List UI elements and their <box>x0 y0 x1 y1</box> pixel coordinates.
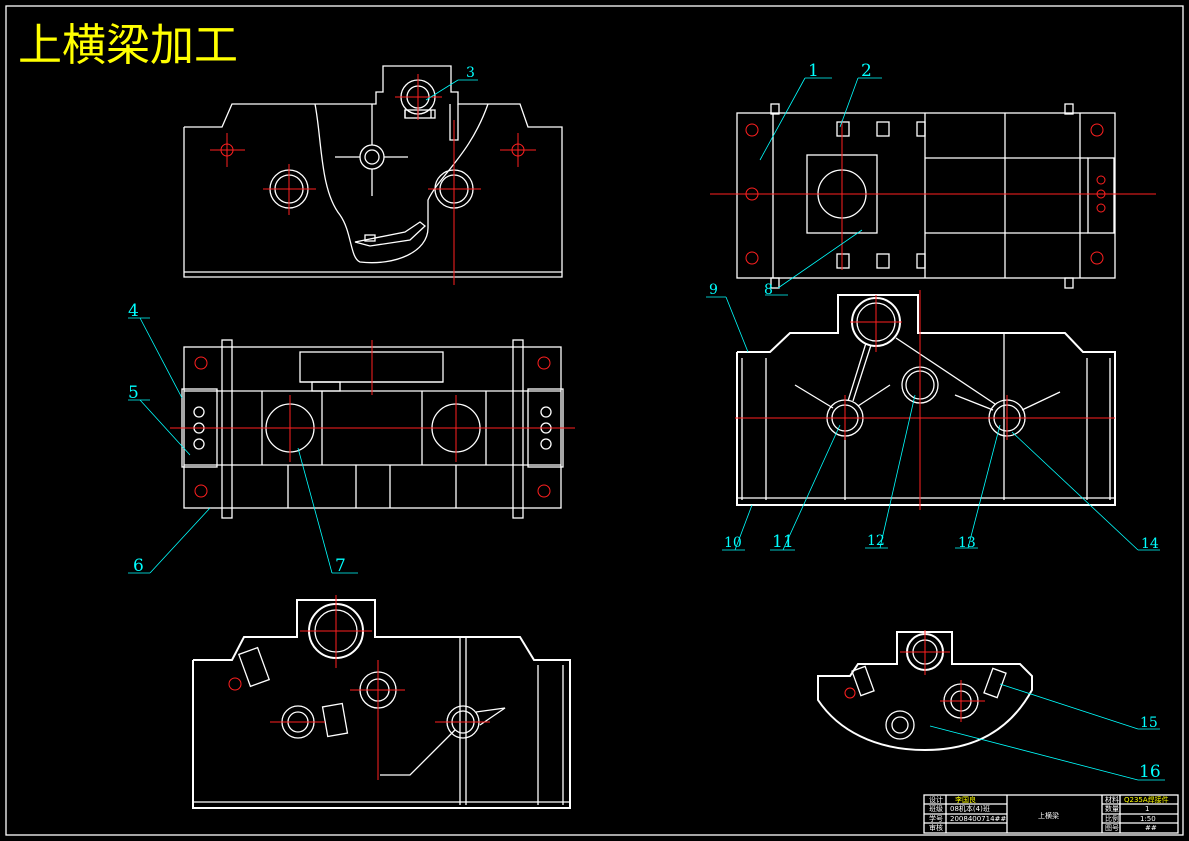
tb-r0c1: 李国良 <box>955 795 976 804</box>
callout-labels: 1 2 3 4 5 6 7 8 9 10 11 12 13 14 15 16 <box>128 61 1161 782</box>
drawing-border <box>5 5 1184 836</box>
tb-r0c5: Q235A焊接件 <box>1124 795 1169 804</box>
tb-r3c4: 图号 <box>1105 824 1119 832</box>
tb-r2c0: 学号 <box>929 814 943 823</box>
tb-r2c1: 2008400714## <box>950 815 1006 823</box>
tb-r0c0: 设计 <box>929 795 943 804</box>
tb-r1c5: 1 <box>1145 805 1149 813</box>
view-front-upper <box>183 65 563 285</box>
callout-1: 1 <box>808 61 819 81</box>
callout-8: 8 <box>764 282 773 298</box>
callout-11: 11 <box>772 532 794 552</box>
view-plan-right <box>710 103 1156 289</box>
callout-10: 10 <box>724 535 742 551</box>
callout-12: 12 <box>867 533 885 549</box>
callout-16: 16 <box>1139 762 1161 782</box>
callout-2: 2 <box>861 61 872 81</box>
callout-4: 4 <box>128 301 139 321</box>
tb-r3c5: ## <box>1145 824 1157 832</box>
tb-r1c0: 班级 <box>929 804 943 813</box>
view-section-lower-left <box>192 595 571 809</box>
view-section-lower-right <box>817 630 1033 752</box>
callout-15: 15 <box>1140 715 1158 731</box>
tb-part-name: 上横梁 <box>1038 811 1059 820</box>
tb-r1c1: 08机本(4)班 <box>950 804 990 813</box>
view-section-right <box>735 290 1116 510</box>
tb-r3c0: 审核 <box>929 823 943 832</box>
callout-3: 3 <box>466 65 475 81</box>
callout-13: 13 <box>958 535 976 551</box>
callout-5: 5 <box>128 383 139 403</box>
tb-r2c4: 比例 <box>1105 814 1119 823</box>
tb-r2c5: 1:50 <box>1140 815 1156 823</box>
view-plan-left <box>170 339 575 519</box>
callout-leaders <box>128 77 1165 781</box>
callout-7: 7 <box>335 556 346 576</box>
callout-14: 14 <box>1141 536 1159 552</box>
tb-r1c4: 数量 <box>1105 804 1119 813</box>
tb-r0c4: 材料 <box>1105 795 1119 804</box>
callout-9: 9 <box>709 282 718 298</box>
title-block: 设计 李国良 上横梁 材料 Q235A焊接件 班级 08机本(4)班 数量 1 … <box>923 794 1179 834</box>
drawing-title: 上横梁加工 <box>18 20 238 71</box>
callout-6: 6 <box>133 556 144 576</box>
